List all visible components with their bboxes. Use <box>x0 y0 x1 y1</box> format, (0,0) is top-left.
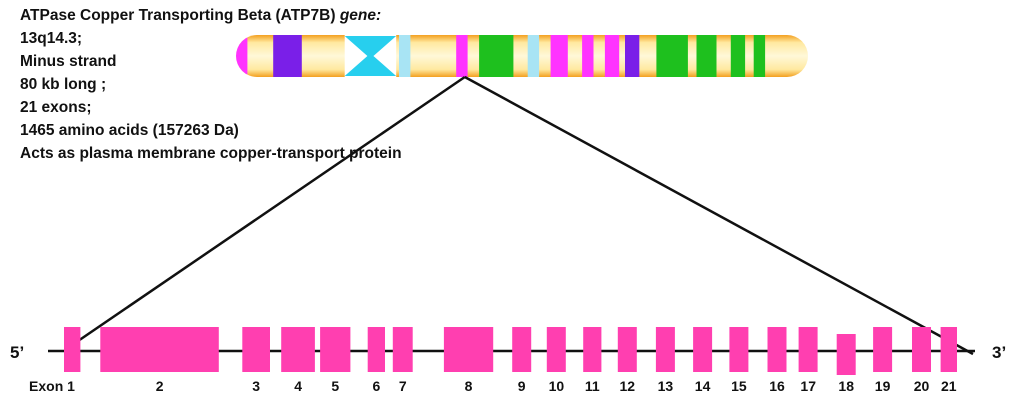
exon-label-14: 14 <box>695 378 711 394</box>
chromosome-13-ideogram <box>236 34 808 78</box>
info-line-protein: 1465 amino acids (157263 Da) <box>20 122 239 139</box>
exon-label-18: 18 <box>838 378 854 394</box>
chromosome-band-16 <box>753 35 766 77</box>
chromosome-band-2 <box>273 35 302 77</box>
exon-7 <box>392 327 413 372</box>
exon-6 <box>367 327 385 372</box>
exon-label-1: Exon 1 <box>29 378 75 394</box>
chromosome-band-9 <box>550 35 568 77</box>
exon-label-2: 2 <box>156 378 164 394</box>
exon-3 <box>242 327 270 372</box>
exon-label-12: 12 <box>620 378 636 394</box>
gene-title-main: ATPase Copper Transporting Beta (ATP7B) <box>20 7 336 24</box>
info-line-exons: 21 exons; <box>20 99 92 116</box>
exon-label-21: 21 <box>941 378 957 394</box>
chromosome-band-15 <box>730 35 746 77</box>
exon-label-16: 16 <box>769 378 785 394</box>
exon-label-13: 13 <box>658 378 674 394</box>
zoom-line-right <box>464 75 974 356</box>
info-line-length: 80 kb long ; <box>20 76 107 93</box>
exon-4 <box>281 327 315 372</box>
exon-label-5: 5 <box>331 378 339 394</box>
exon-label-11: 11 <box>585 378 600 394</box>
zoom-lines <box>77 75 974 356</box>
chromosome-body <box>236 35 808 77</box>
gene-title: ATPase Copper Transporting Beta (ATP7B) … <box>20 4 402 27</box>
exon-12 <box>617 327 637 372</box>
exon-14 <box>693 327 713 372</box>
exon-20 <box>912 327 931 372</box>
zoom-line-left <box>77 75 466 343</box>
exon-8 <box>443 327 494 372</box>
chromosome-band-11 <box>604 35 620 77</box>
chromosome-band-10 <box>582 35 594 77</box>
info-line-strand: Minus strand <box>20 53 117 70</box>
three-prime-label: 3’ <box>992 343 1006 362</box>
chromosome-band-13 <box>656 35 688 77</box>
exon-label-17: 17 <box>800 378 816 394</box>
exon-2 <box>100 327 219 372</box>
chromosome-bands <box>236 35 766 77</box>
exon-19 <box>873 327 893 372</box>
exon-group: Exon 1 2 3 4 5 6 7 8 9 10 11 12 13 14 15 16 17 18 19 20 21 <box>29 327 957 394</box>
chromosome-band-1 <box>236 35 248 77</box>
exon-9 <box>512 327 532 372</box>
exon-label-19: 19 <box>875 378 891 394</box>
exon-label-20: 20 <box>914 378 930 394</box>
exon-11 <box>583 327 602 372</box>
exon-13 <box>655 327 675 372</box>
chromosome-band-8 <box>527 35 540 77</box>
gene-structure: 5’ 3’ Exon 1 2 3 4 5 6 7 8 9 10 11 12 13 14 15 16 17 18 19… <box>10 327 1006 394</box>
exon-15 <box>729 327 749 372</box>
exon-label-4: 4 <box>294 378 302 394</box>
info-line-function: Acts as plasma membrane copper-transport… <box>20 145 402 162</box>
gene-info-list: ATPase Copper Transporting Beta (ATP7B) … <box>20 4 402 165</box>
five-prime-label: 5’ <box>10 343 24 362</box>
exon-label-8: 8 <box>465 378 473 394</box>
exon-label-3: 3 <box>252 378 260 394</box>
exon-17 <box>798 327 818 372</box>
exon-label-6: 6 <box>373 378 381 394</box>
centromere <box>344 36 397 76</box>
exon-1 <box>64 327 81 372</box>
exon-5 <box>320 327 351 372</box>
exon-16 <box>767 327 787 372</box>
chromosome-band-14 <box>696 35 717 77</box>
chromosome-band-12 <box>625 35 640 77</box>
exon-18 <box>836 334 856 375</box>
exon-label-10: 10 <box>549 378 565 394</box>
exon-21 <box>940 327 957 372</box>
chromosome-band-5 <box>456 35 468 77</box>
chromosome-band-4 <box>399 35 411 77</box>
exon-label-9: 9 <box>518 378 526 394</box>
exon-label-7: 7 <box>399 378 407 394</box>
exon-10 <box>546 327 566 372</box>
chromosome-band-7 <box>502 35 514 77</box>
chromosome-band-6 <box>479 35 502 77</box>
info-line-location: 13q14.3; <box>20 30 83 47</box>
gene-title-italic: gene: <box>339 7 382 24</box>
exon-label-15: 15 <box>731 378 747 394</box>
